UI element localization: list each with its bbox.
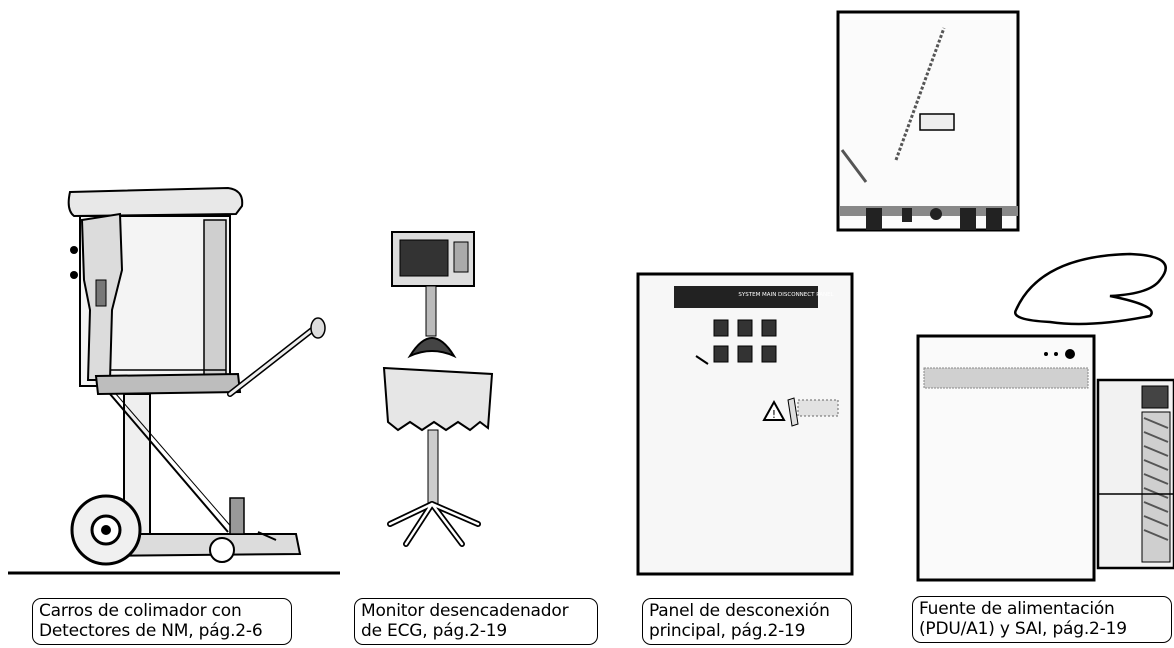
ecg-monitor-illustration [370,228,510,558]
disconnect-panel-illustration: SYSTEM MAIN DISCONNECT PANEL ! [626,272,858,580]
caption-disconnect-panel: Panel de desconexión principal, pág.2-19 [642,598,852,645]
svg-text:!: ! [772,408,776,421]
cable-loop-illustration [1010,250,1174,326]
wall-box-illustration [836,10,1022,236]
caption-collimator-cart: Carros de colimador con Detectores de NM… [32,598,292,645]
ups-tower-illustration [1096,376,1174,572]
caption-ecg-monitor: Monitor desencadenador de ECG, pág.2-19 [354,598,598,645]
panel-header-text: SYSTEM MAIN DISCONNECT PANEL [738,292,834,298]
collimator-cart-illustration [0,180,340,580]
caption-power-supply: Fuente de alimentación (PDU/A1) y SAI, p… [912,596,1172,643]
pdu-cabinet-illustration [912,330,1102,582]
